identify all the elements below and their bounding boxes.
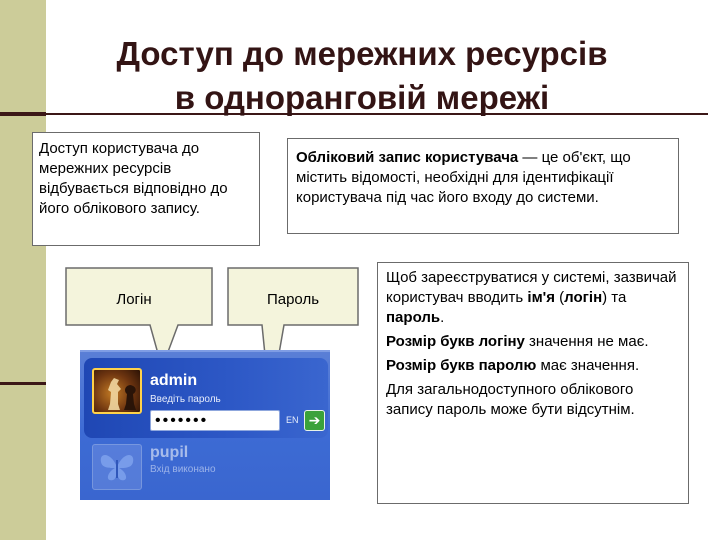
registration-paragraph-2: Розмір букв логіну значення не має. [386, 333, 649, 350]
registration-paragraph-4: Для загальнодоступного облікового запису… [386, 381, 635, 418]
butterfly-avatar-icon [92, 444, 142, 490]
language-indicator: EN [286, 415, 299, 425]
side-decor-strip [0, 0, 46, 540]
title-line-2: в одноранговій мережі [174, 79, 550, 116]
note-account-access: Доступ користувача до мережних ресурсів … [32, 132, 260, 246]
title-rule [46, 113, 708, 115]
chess-avatar-icon [92, 368, 142, 414]
login-arrow-button[interactable]: ➔ [304, 410, 325, 431]
password-prompt: Введіть пароль [150, 394, 221, 405]
pupil-status-text: Вхід виконано [150, 464, 216, 475]
note-registration: Щоб зареєструватися у системі, зазвичай … [377, 262, 689, 504]
slide-title: Доступ до мережних ресурсів в однорангов… [62, 32, 662, 120]
side-decor-line-lower [0, 382, 46, 385]
password-input[interactable]: ••••••• [150, 410, 280, 431]
registration-paragraph-3: Розмір букв паролю має значення. [386, 357, 640, 374]
definition-text: — це об'єкт, що містить відомості, необх… [296, 149, 631, 206]
user-tile-pupil[interactable]: pupil Вхід виконано [84, 440, 328, 498]
definition-term: Обліковий запис користувача [296, 149, 519, 166]
note-account-definition: Обліковий запис користувача — це об'єкт,… [287, 138, 679, 234]
side-decor-line [0, 112, 46, 116]
callout-login-label: Логін [116, 291, 152, 308]
title-line-1: Доступ до мережних ресурсів [116, 35, 608, 72]
user-tile-admin[interactable]: admin Введіть пароль ••••••• EN ➔ [84, 358, 328, 438]
registration-paragraph-1: Щоб зареєструватися у системі, зазвичай … [386, 269, 677, 326]
callout-password-label: Пароль [266, 291, 320, 308]
admin-username: admin [150, 372, 198, 389]
pupil-username: pupil [150, 444, 189, 461]
windows-login-screen: admin Введіть пароль ••••••• EN ➔ pupil … [80, 350, 330, 500]
